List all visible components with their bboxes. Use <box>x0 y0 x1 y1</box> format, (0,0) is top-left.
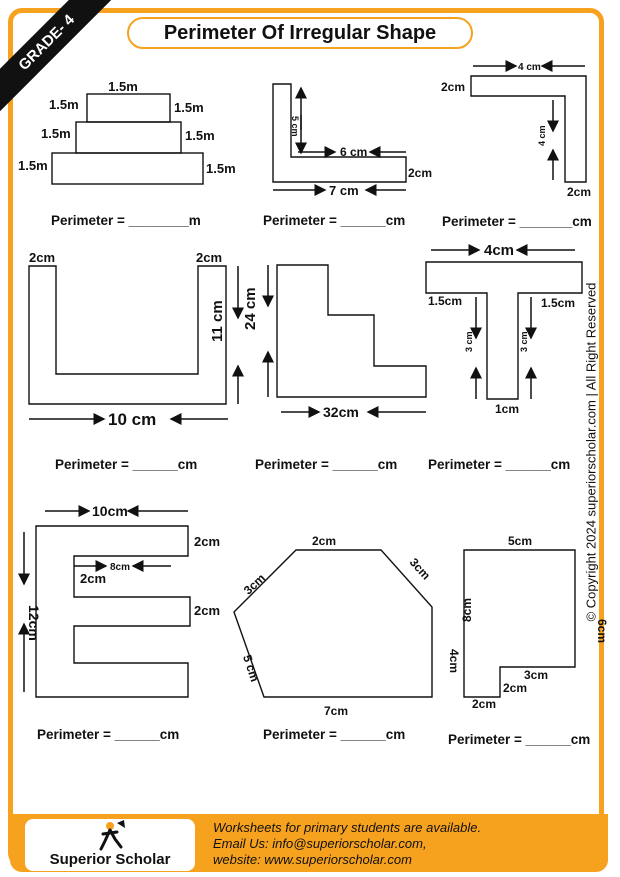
dim-label: 3 cm <box>519 331 529 352</box>
dim-label: 3 cm <box>464 331 474 352</box>
dim-label: 7cm <box>324 704 348 718</box>
dim-label: 6cm <box>595 619 609 643</box>
dim-label: 11 cm <box>209 300 226 342</box>
figure-stacked-rectangles <box>51 93 204 185</box>
answer-line[interactable]: Perimeter = ______cm <box>37 727 179 742</box>
dim-label: 5 cm <box>290 116 300 137</box>
dim-label: 1.5m <box>185 128 215 143</box>
figure-e-shape <box>35 525 191 698</box>
dim-label: 6 cm <box>340 145 367 159</box>
dim-label: 1.5m <box>49 97 79 112</box>
dim-label: 2cm <box>196 250 222 265</box>
dim-label: 1.5m <box>108 79 138 94</box>
dim-label: 1.5cm <box>541 296 575 310</box>
dim-label: 5cm <box>508 534 532 548</box>
dim-label: 32cm <box>323 404 359 420</box>
dim-label: 1.5m <box>206 161 236 176</box>
dim-label: 24 cm <box>242 287 259 330</box>
figure-hexagon <box>233 549 433 698</box>
dim-label: 3cm <box>241 571 268 598</box>
dim-label: 7 cm <box>329 183 359 198</box>
dim-label: 4cm <box>447 649 461 673</box>
figure-u-shape <box>28 265 227 405</box>
figure-l-shape <box>272 83 407 183</box>
answer-line[interactable]: Perimeter = _______cm <box>442 214 592 229</box>
dim-label: 2cm <box>503 681 527 695</box>
dim-label: 2cm <box>194 534 220 549</box>
answer-line[interactable]: Perimeter = ______cm <box>55 457 197 472</box>
answer-line[interactable]: Perimeter = ________m <box>51 213 201 228</box>
dim-label: 1.5m <box>174 100 204 115</box>
footer-info: Worksheets for primary students are avai… <box>213 820 481 868</box>
dim-label: 4 cm <box>537 125 547 146</box>
dim-label: 2cm <box>567 185 591 199</box>
dim-label: 1.5m <box>41 126 71 141</box>
dim-label: 4 cm <box>518 62 541 73</box>
figure-corner-shape <box>470 75 587 183</box>
answer-line[interactable]: Perimeter = ______cm <box>263 727 405 742</box>
logo: Superior Scholar <box>25 819 195 871</box>
figure-reverse-l <box>463 549 576 698</box>
copyright-text: © Copyright 2024 superiorscholar.com | A… <box>583 282 599 622</box>
dim-label: 1.5m <box>18 158 48 173</box>
dim-label: 2cm <box>472 697 496 711</box>
figure-staircase <box>276 264 427 398</box>
dim-label: 2cm <box>408 166 432 180</box>
dim-label: 8cm <box>110 562 130 573</box>
answer-line[interactable]: Perimeter = ______cm <box>428 457 570 472</box>
footer-line: Worksheets for primary students are avai… <box>213 820 482 835</box>
dim-label: 2cm <box>194 603 220 618</box>
dim-label: 3cm <box>407 555 433 582</box>
dim-label: 1cm <box>495 402 519 416</box>
dim-label: 2cm <box>441 80 465 94</box>
dim-label: 2cm <box>29 250 55 265</box>
answer-line[interactable]: Perimeter = ______cm <box>263 213 405 228</box>
logo-text: Superior Scholar <box>49 851 171 868</box>
footer-website[interactable]: website: www.superiorscholar.com <box>213 852 412 867</box>
scholar-figure-icon <box>99 820 125 851</box>
dim-label: 10 cm <box>108 410 156 429</box>
dim-label: 3cm <box>524 668 548 682</box>
dim-label: 2cm <box>80 571 106 586</box>
dim-label: 12cm <box>26 605 42 641</box>
dim-label: 2cm <box>312 534 336 548</box>
dim-label: 4cm <box>484 242 514 259</box>
dim-label: 10cm <box>92 503 128 519</box>
page-title: Perimeter Of Irregular Shape <box>127 17 473 49</box>
dim-label: 1.5cm <box>428 294 462 308</box>
dim-label: 8cm <box>460 598 474 622</box>
dim-label: 5 cm <box>240 653 262 683</box>
answer-line[interactable]: Perimeter = ______cm <box>255 457 397 472</box>
figure-t-shape <box>425 261 583 400</box>
answer-line[interactable]: Perimeter = ______cm <box>448 732 590 747</box>
footer-email[interactable]: Email Us: info@superiorscholar.com, <box>213 836 427 851</box>
